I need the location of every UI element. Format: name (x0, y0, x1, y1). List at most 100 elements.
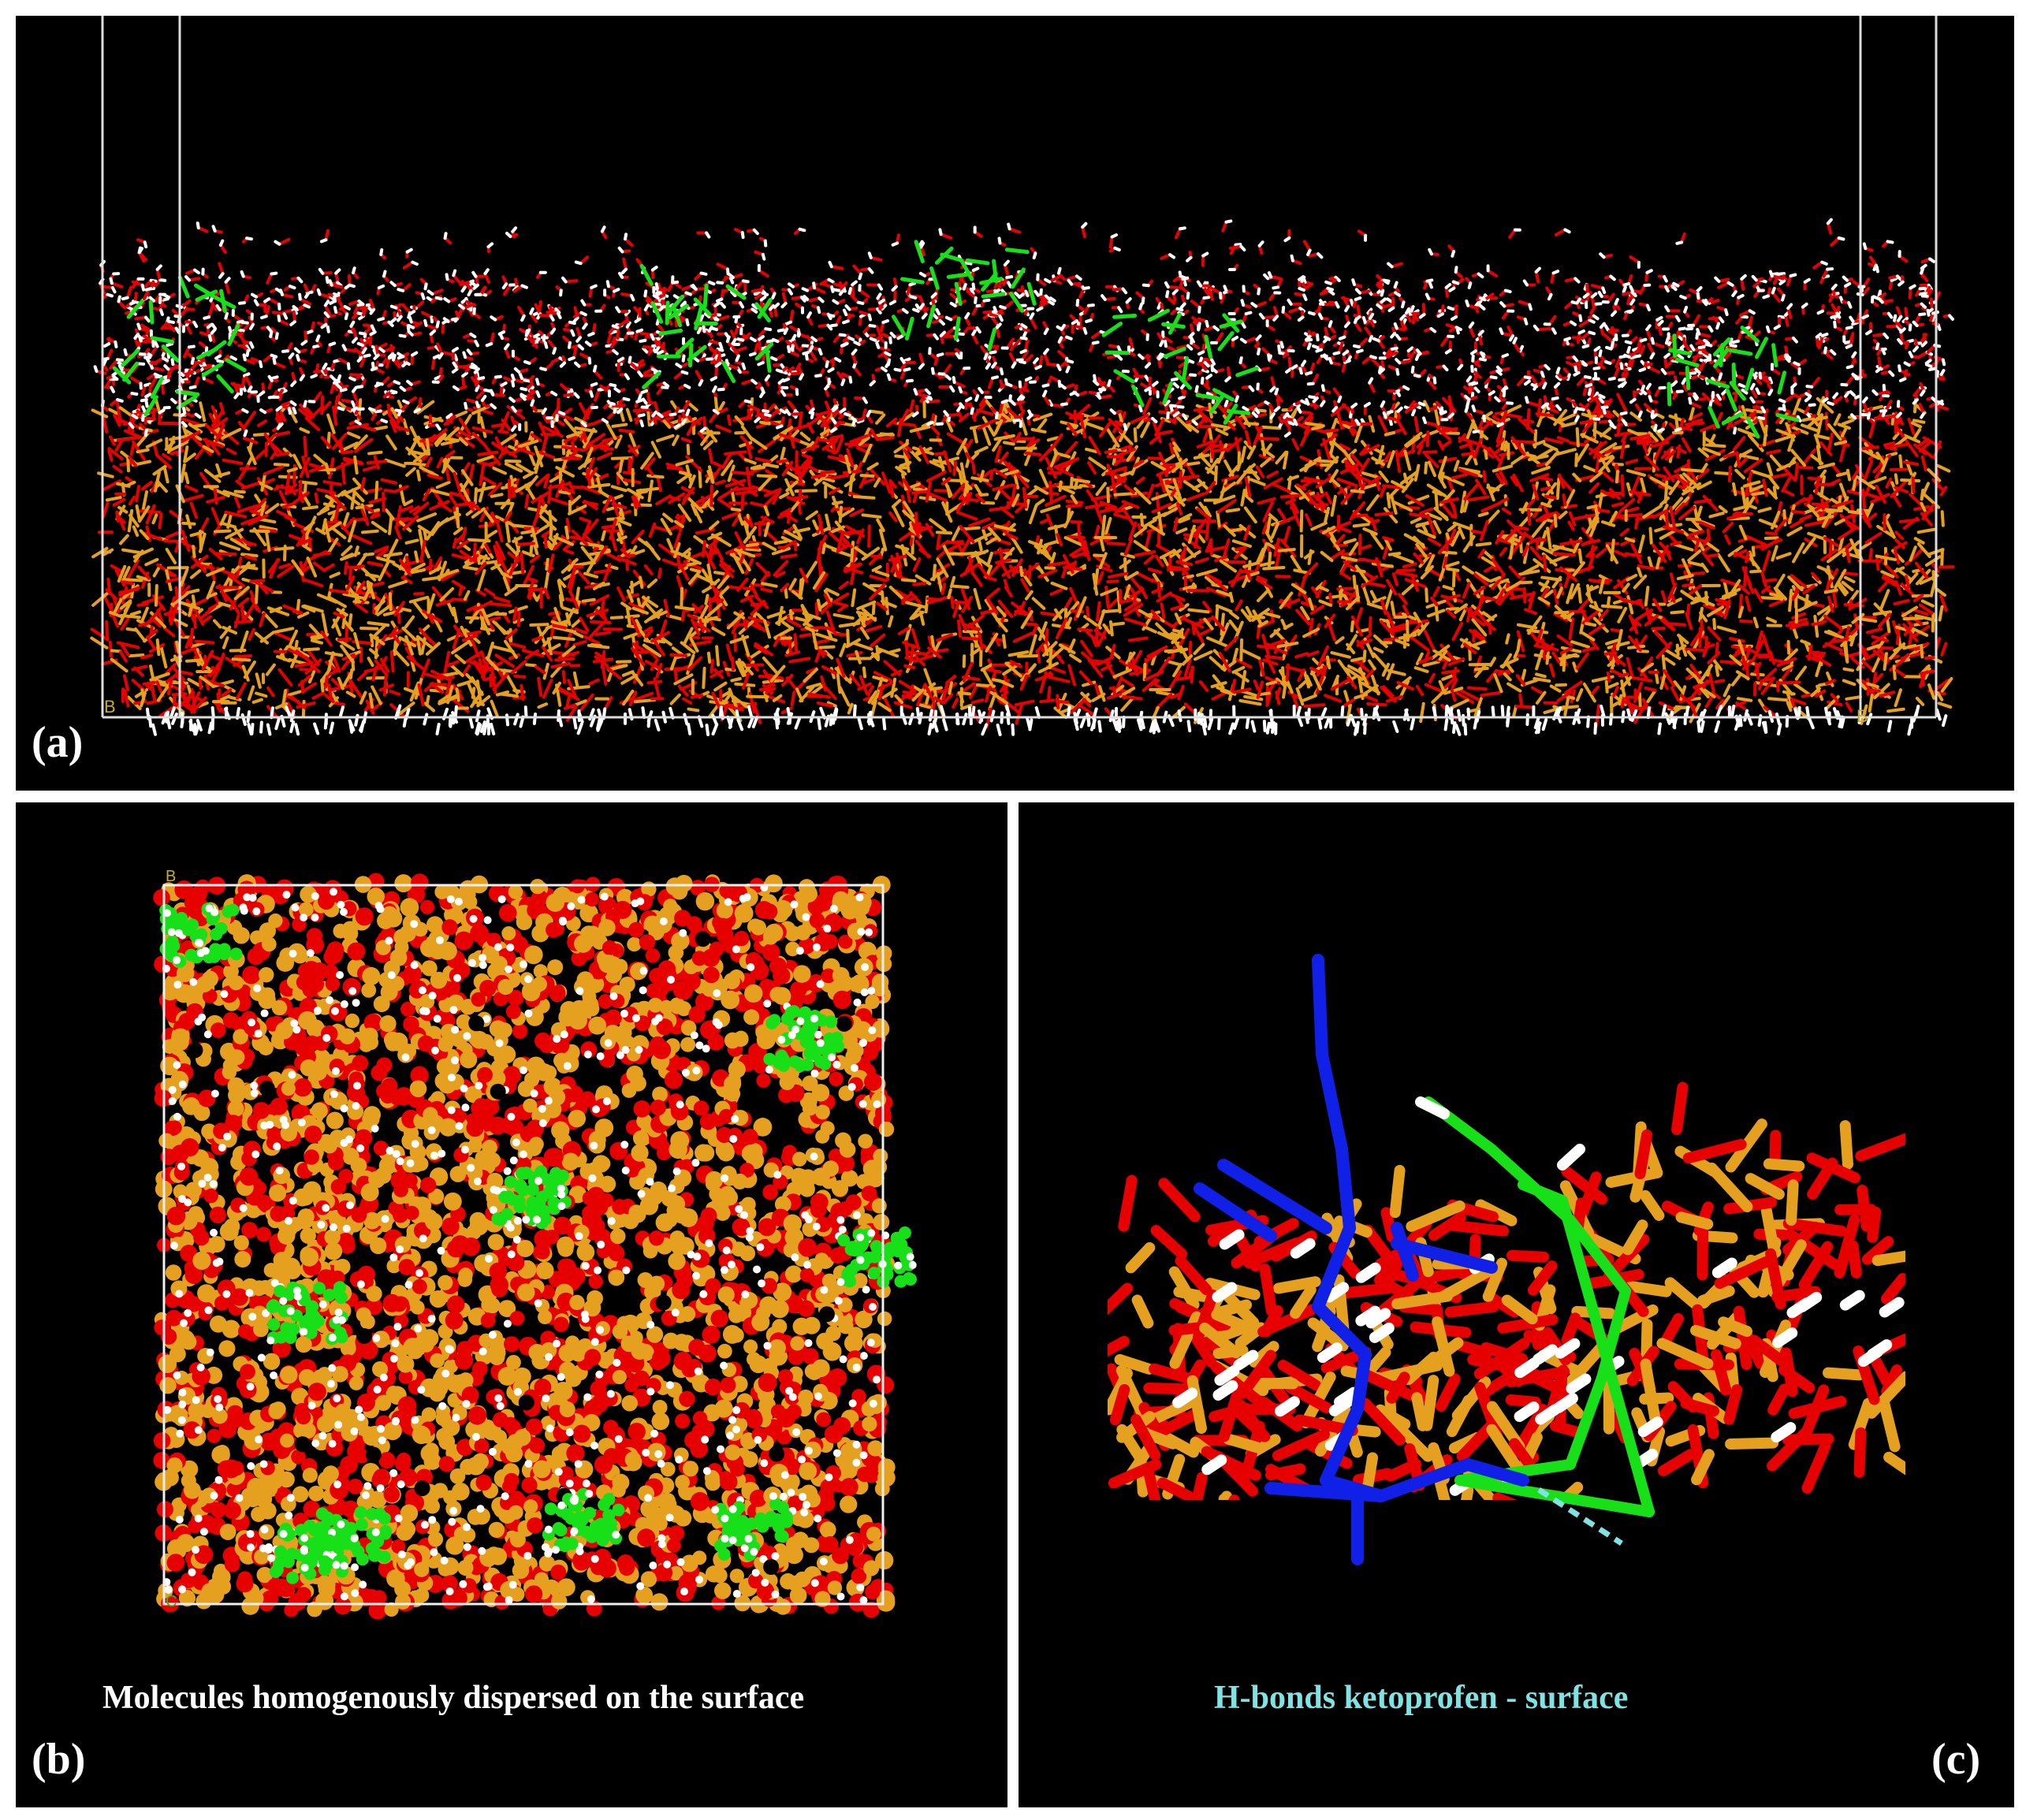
slab-bond (571, 617, 583, 628)
slab-bond (1106, 542, 1126, 546)
slab-bond (956, 619, 963, 638)
slab-bond (235, 479, 247, 489)
slab-bond (727, 464, 736, 482)
slab-bond (1551, 651, 1562, 664)
slab-bond (754, 642, 774, 657)
slab-bond (404, 615, 415, 629)
slab-bond (1454, 570, 1462, 582)
slab-bond (1619, 528, 1630, 537)
slab-bond (307, 670, 316, 684)
slab-bond (1447, 523, 1457, 532)
slab-bond (128, 495, 136, 506)
slab-bond (817, 555, 822, 579)
slab-bond (1294, 484, 1312, 503)
slab-bond (257, 419, 268, 427)
slab-bond (1123, 603, 1144, 617)
slab-bond (1757, 679, 1764, 691)
slab-bond (527, 507, 545, 513)
slab-bond (1287, 475, 1292, 493)
slab-bond (1475, 478, 1487, 496)
slab-bond (322, 480, 343, 486)
slab-bond (1219, 622, 1230, 642)
slab-bond (1048, 480, 1053, 504)
slab-bond (1680, 426, 1693, 432)
slab-bond (1618, 497, 1636, 513)
slab-bond (648, 522, 657, 538)
slab-bond (734, 531, 746, 551)
slab-bond (946, 485, 952, 498)
slab-bond (406, 655, 425, 670)
slab-bond (801, 453, 813, 460)
slab-bond (1382, 685, 1395, 698)
slab-bond (225, 657, 244, 670)
slab-bond (1935, 588, 1946, 597)
slab-bond (1354, 584, 1360, 602)
slab-bond (628, 445, 641, 453)
slab-bond (1528, 590, 1536, 610)
slab-bond (488, 601, 512, 608)
slab-bond (773, 539, 788, 545)
slab-bond (548, 497, 568, 506)
slab-bond (1940, 642, 1948, 657)
slab-bond (750, 485, 774, 494)
slab-bond (1047, 686, 1052, 702)
slab-bond (374, 659, 389, 677)
slab-bond (352, 631, 360, 649)
slab-bond (1266, 470, 1279, 478)
slab-bond (1259, 560, 1276, 568)
slab-bond (1168, 670, 1182, 690)
slab-bond (1058, 480, 1063, 493)
slab-bond (1555, 683, 1568, 687)
slab-bond (579, 693, 594, 711)
slab-bond (159, 645, 168, 669)
slab-bond (1916, 527, 1936, 534)
slab-bond (1895, 568, 1912, 581)
slab-bond (341, 545, 353, 556)
slab-bond (1708, 672, 1715, 693)
slab-bond (1344, 460, 1350, 473)
slab-bond (1712, 618, 1717, 631)
slab-bond (1144, 670, 1164, 681)
slab-bond (181, 530, 191, 553)
slab-bond (1771, 545, 1778, 562)
slab-bond (1873, 602, 1890, 620)
slab-bond (1146, 483, 1155, 500)
slab-bond (1223, 635, 1239, 652)
slab-bond (389, 650, 395, 673)
slab-bond (1475, 542, 1492, 547)
slab-bond (707, 465, 715, 484)
slab-bond (1893, 549, 1901, 565)
slab-bond (557, 412, 575, 422)
slab-bond (1669, 591, 1676, 603)
slab-bond (657, 568, 662, 579)
slab-bond (762, 542, 777, 552)
slab-bond (1260, 457, 1272, 468)
slab-bond (911, 627, 921, 650)
slab-bond (388, 579, 408, 589)
slab-bond (1162, 481, 1174, 501)
slab-bond (1173, 494, 1186, 507)
slab-bond (1302, 670, 1310, 689)
slab-bond (1240, 489, 1246, 507)
slab-bond (1372, 634, 1388, 649)
slab-bond (1361, 583, 1371, 605)
slab-bond (1669, 622, 1686, 627)
slab-bond (1419, 507, 1434, 515)
slab-bond (558, 489, 572, 495)
slab-bond (1142, 518, 1157, 528)
slab-bond (1585, 622, 1597, 627)
slab-bond (1283, 623, 1294, 630)
slab-bond (1318, 599, 1333, 607)
slab-bond (1912, 419, 1926, 424)
slab-bond (970, 698, 985, 705)
slab-bond (952, 601, 960, 619)
slab-bond (328, 596, 347, 609)
slab-bond (1737, 457, 1748, 468)
slab-bond (516, 611, 521, 627)
slab-bond (1843, 575, 1856, 583)
slab-bond (1741, 448, 1753, 456)
slab-bond (1700, 562, 1709, 573)
slab-bond (850, 540, 855, 563)
slab-bond (131, 679, 146, 692)
slab-bond (1113, 512, 1129, 519)
